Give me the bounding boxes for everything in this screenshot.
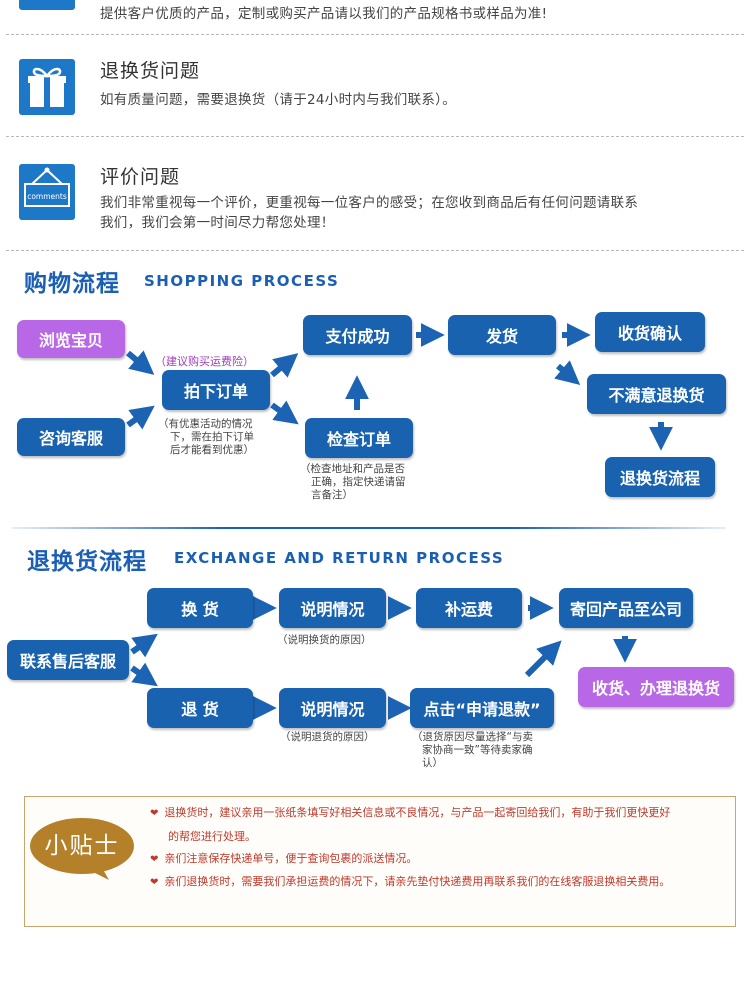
tip-item: ❤亲们注意保存快递单号，便于查询包裹的派送情况。 bbox=[150, 852, 418, 865]
tips-badge-text: 小贴士 bbox=[44, 833, 120, 859]
receive-node: 收货确认 bbox=[595, 312, 705, 352]
ship-node: 发货 bbox=[448, 315, 556, 355]
return-node: 退 货 bbox=[147, 688, 253, 728]
section-separator bbox=[12, 527, 726, 529]
discount-note-1: （有优惠活动的情况 bbox=[158, 418, 253, 430]
divider bbox=[6, 250, 744, 251]
exchange-reason-note: （说明换货的原因） bbox=[277, 634, 372, 646]
browse-node: 浏览宝贝 bbox=[17, 320, 125, 358]
reviews-text-1: 我们非常重视每一个评价，更重视每一位客户的感受；在您收到商品后有任何问题请联系 bbox=[100, 195, 639, 211]
tip-item: ❤退换货时，建议亲用一张纸条填写好相关信息或不良情况，与产品一起寄回给我们，有助… bbox=[150, 806, 671, 819]
gift-icon bbox=[19, 59, 75, 115]
apply-note-2: 家协商一致”等待卖家确 bbox=[422, 744, 533, 756]
done-node: 收货、办理退换货 bbox=[578, 667, 734, 707]
comments-icon: comments bbox=[19, 164, 75, 220]
exchange-title-cn: 退换货流程 bbox=[27, 549, 147, 575]
contact-service-node: 联系售后客服 bbox=[7, 640, 129, 680]
check-note-2: 正确，指定快递请留 bbox=[311, 476, 406, 488]
exchange-node: 换 货 bbox=[147, 588, 253, 628]
tip-item: ❤亲们退换货时，需要我们承担运费的情况下，请亲先垫付快递费用再联系我们的在线客服… bbox=[150, 875, 671, 888]
explain-exchange-node: 说明情况 bbox=[279, 588, 386, 628]
tips-panel bbox=[24, 796, 736, 927]
partial-icon-tile bbox=[19, 0, 75, 10]
tip-text: 退换货时，建议亲用一张纸条填写好相关信息或不良情况，与产品一起寄回给我们，有助于… bbox=[164, 806, 671, 819]
check-note-3: 言备注） bbox=[311, 489, 353, 501]
apply-note-3: 认） bbox=[422, 757, 443, 769]
returns-text: 如有质量问题，需要退换货（请于24小时内与我们联系）。 bbox=[100, 92, 457, 108]
discount-note-2: 下，需在拍下订单 bbox=[170, 431, 254, 443]
comments-icon-label: comments bbox=[27, 192, 67, 201]
reviews-text-2: 我们，我们会第一时间尽力帮您处理！ bbox=[100, 215, 335, 231]
reviews-title: 评价问题 bbox=[100, 166, 181, 188]
pay-node: 支付成功 bbox=[303, 315, 412, 355]
discount-note-3: 后才能看到优惠） bbox=[170, 444, 254, 456]
apply-note-1: （退货原因尽量选择“与卖 bbox=[412, 731, 533, 743]
tip-text: 亲们退换货时，需要我们承担运费的情况下，请亲先垫付快递费用再联系我们的在线客服退… bbox=[164, 875, 671, 888]
check-node: 检查订单 bbox=[305, 418, 413, 458]
return-flow-node: 退换货流程 bbox=[605, 457, 715, 497]
divider bbox=[6, 34, 744, 35]
returns-title: 退换货问题 bbox=[100, 60, 201, 82]
unsatisfied-node: 不满意退换货 bbox=[587, 374, 726, 414]
check-note-1: （检查地址和产品是否 bbox=[300, 463, 405, 475]
top-line-text: 提供客户优质的产品，定制或购买产品请以我们的产品规格书或样品为准! bbox=[100, 6, 548, 22]
divider bbox=[6, 136, 744, 137]
tip-text: 的帮您进行处理。 bbox=[168, 830, 256, 843]
shopping-title-cn: 购物流程 bbox=[24, 271, 120, 297]
shipping-fee-node: 补运费 bbox=[416, 588, 522, 628]
consult-node: 咨询客服 bbox=[17, 418, 125, 456]
tip-text: 亲们注意保存快递单号，便于查询包裹的派送情况。 bbox=[164, 852, 418, 865]
tips-badge: 小贴士 bbox=[29, 816, 135, 880]
send-back-node: 寄回产品至公司 bbox=[559, 588, 693, 628]
order-node: 拍下订单 bbox=[162, 370, 270, 410]
shopping-title-en: SHOPPING PROCESS bbox=[144, 272, 340, 290]
shipping-insurance-note: （建议购买运费险） bbox=[155, 355, 254, 368]
return-reason-note: （说明退货的原因） bbox=[280, 731, 375, 743]
apply-refund-node: 点击“申请退款” bbox=[410, 688, 554, 728]
tip-item-continued: 的帮您进行处理。 bbox=[168, 829, 256, 845]
exchange-title-en: EXCHANGE AND RETURN PROCESS bbox=[174, 549, 505, 567]
explain-return-node: 说明情况 bbox=[279, 688, 386, 728]
